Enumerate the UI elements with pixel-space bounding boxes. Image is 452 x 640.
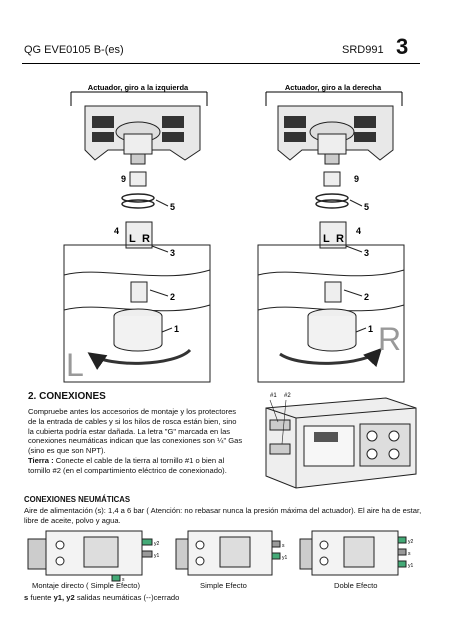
left-diagram: Actuador, giro a la izquierda 9 5 L R 4 … bbox=[63, 83, 211, 383]
right-callout-4: 4 bbox=[356, 226, 361, 236]
variant1-port-y2: y2 bbox=[154, 541, 160, 547]
right-callout-1: 1 bbox=[368, 324, 373, 334]
variant-single-acting: s y1 bbox=[175, 530, 288, 576]
tierra-label: Tierra : bbox=[28, 455, 54, 465]
right-mark-l: L bbox=[323, 233, 330, 245]
variant2-port-s: s bbox=[282, 543, 285, 549]
right-callout-5: 5 bbox=[364, 202, 369, 212]
variant3-port-y1: y1 bbox=[408, 563, 414, 569]
caption-direct-mount: Montaje directo ( Simple Efecto) bbox=[32, 581, 141, 590]
section-title: 2. CONEXIONES bbox=[28, 391, 106, 402]
variant1-port-s: s bbox=[122, 577, 125, 582]
left-callout-2: 2 bbox=[170, 292, 175, 302]
right-callout-3: 3 bbox=[364, 248, 369, 258]
left-callout-9: 9 bbox=[121, 174, 126, 184]
left-diagram-title: Actuador, giro a la izquierda bbox=[88, 83, 189, 92]
caption-single-acting: Simple Efecto bbox=[200, 581, 247, 590]
variant-double-acting: y2 s y1 bbox=[299, 530, 414, 576]
variant1-port-y1: y1 bbox=[154, 553, 160, 559]
variant-direct-mount: y2 y1 s bbox=[27, 530, 160, 582]
positioner-device-drawing: #1 #2 bbox=[265, 393, 417, 489]
left-mark-l: L bbox=[129, 233, 136, 245]
screw-2-label: #2 bbox=[284, 393, 291, 399]
right-callout-9: 9 bbox=[354, 174, 359, 184]
legend-y: y1, y2 bbox=[53, 593, 75, 602]
pneumatic-variants: y2 y1 s s y1 y2 s y1 bbox=[27, 530, 414, 582]
variant3-port-s: s bbox=[408, 551, 411, 557]
assembly-diagrams: Actuador, giro a la izquierda 9 5 L R 4 … bbox=[63, 83, 405, 383]
left-callout-1: 1 bbox=[174, 324, 179, 334]
left-callout-3: 3 bbox=[170, 248, 175, 258]
caption-double-acting: Doble Efecto bbox=[334, 581, 378, 590]
right-diagram-title: Actuador, giro a la derecha bbox=[285, 83, 382, 92]
neumaticas-title: CONEXIONES NEUMÁTICAS bbox=[24, 495, 131, 504]
tierra-text: Conecte el cable de la tierra al tornill… bbox=[28, 455, 227, 475]
screw-1-label: #1 bbox=[270, 393, 277, 399]
variant2-port-y1: y1 bbox=[282, 555, 288, 561]
page-number: 3 bbox=[396, 34, 409, 59]
left-mark-r: R bbox=[142, 233, 150, 245]
legend-y-text: salidas neumáticas (--)cerrado bbox=[74, 593, 180, 602]
variant3-port-y2: y2 bbox=[408, 539, 414, 545]
header-rule bbox=[22, 63, 420, 64]
legend-s-text: fuente bbox=[28, 593, 54, 602]
right-mark-r: R bbox=[336, 233, 344, 245]
left-callout-5: 5 bbox=[170, 202, 175, 212]
section-body-text: Compruebe antes los accesorios de montaj… bbox=[28, 407, 243, 456]
right-direction-letter: R bbox=[378, 321, 401, 357]
left-direction-letter: L bbox=[66, 347, 84, 383]
legend: s fuente y1, y2 salidas neumáticas (--)c… bbox=[24, 593, 179, 602]
section-body: Compruebe antes los accesorios de montaj… bbox=[28, 407, 243, 476]
legend-s: s bbox=[24, 593, 29, 602]
doc-code: QG EVE0105 B-(es) bbox=[24, 44, 124, 56]
model-name: SRD991 bbox=[342, 44, 384, 56]
neumaticas-text: Aire de alimentación (s): 1,4 a 6 bar ( … bbox=[24, 506, 422, 525]
left-callout-4: 4 bbox=[114, 226, 119, 236]
right-diagram: Actuador, giro a la derecha 9 5 L R 4 3 … bbox=[257, 83, 405, 383]
right-callout-2: 2 bbox=[364, 292, 369, 302]
